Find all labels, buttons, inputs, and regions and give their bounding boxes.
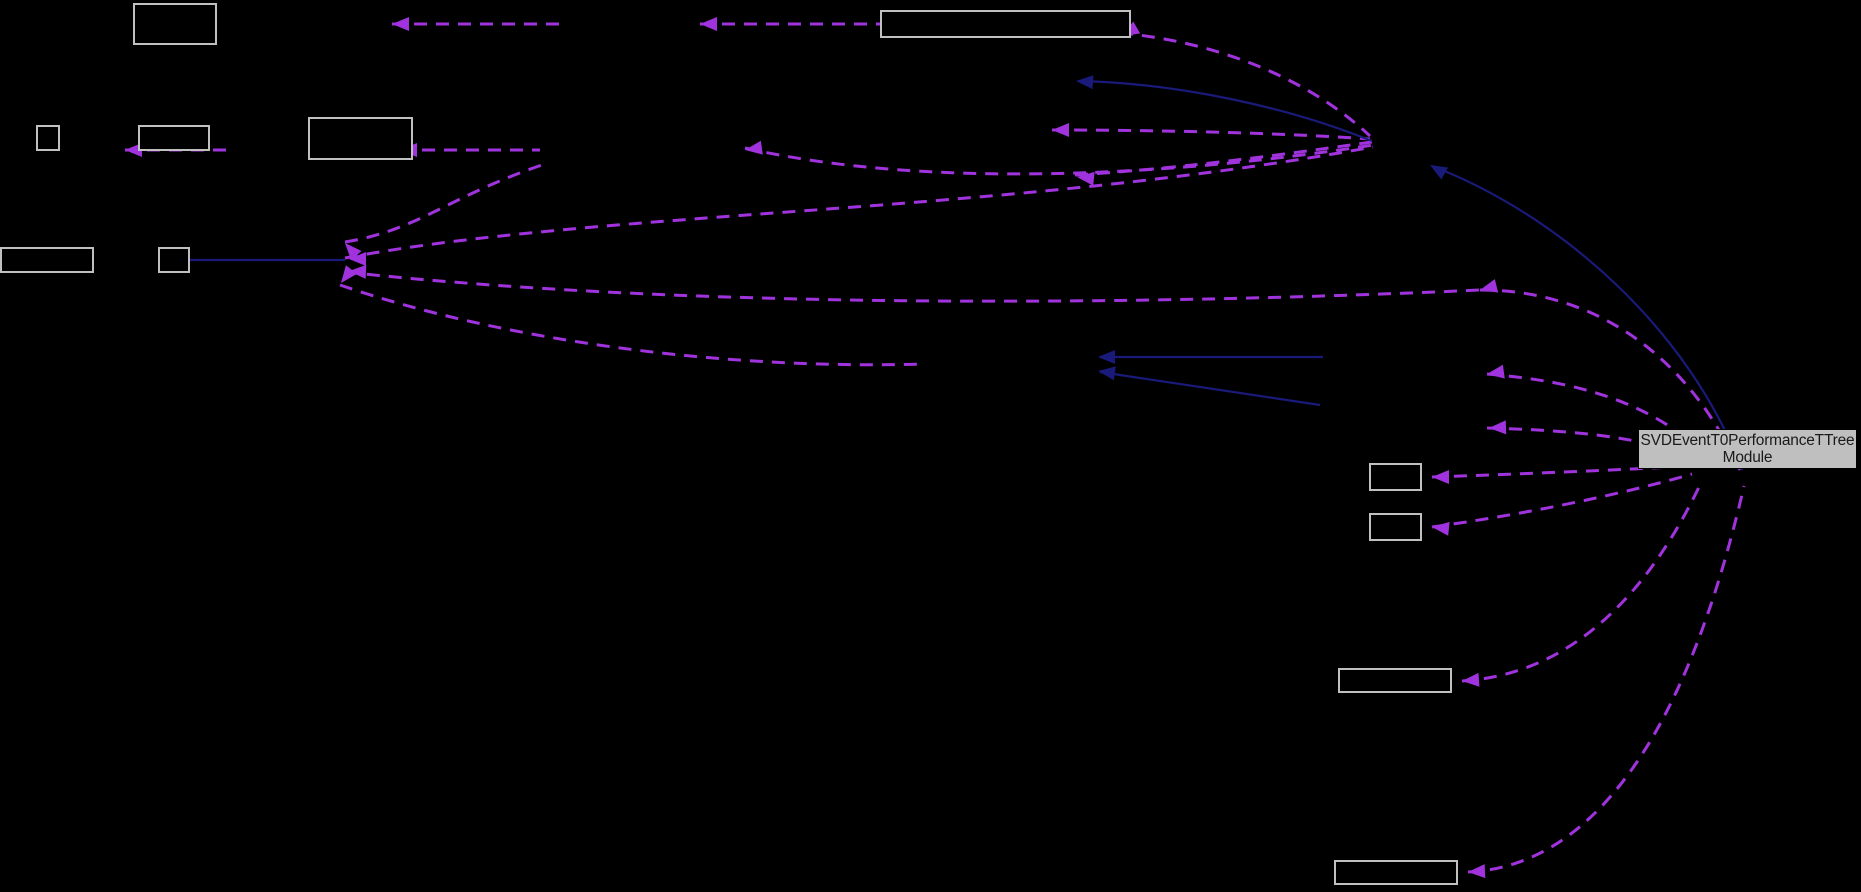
graph-arrowhead-usage xyxy=(745,140,763,155)
graph-node-node-left-tiny[interactable] xyxy=(36,125,60,151)
graph-node-node-right-bottommost[interactable] xyxy=(1334,860,1458,885)
graph-arrowhead-usage xyxy=(349,252,366,266)
graph-edge-usage xyxy=(344,161,549,244)
graph-arrowhead-usage xyxy=(392,17,409,31)
graph-arrowhead-usage xyxy=(1489,420,1507,435)
graph-edge-usage xyxy=(1431,472,1693,529)
graph-edge-inheritance xyxy=(1431,164,1744,471)
graph-arrowhead-usage xyxy=(1077,171,1095,186)
graph-arrowhead-usage xyxy=(345,243,362,261)
graph-arrowhead-inheritance xyxy=(1076,75,1094,90)
graph-node-node-right-bottom[interactable] xyxy=(1338,668,1452,693)
graph-node-node-right-lower[interactable] xyxy=(1369,513,1422,541)
graph-node-node-mid-upper[interactable] xyxy=(308,117,413,160)
graph-node-node-top-left[interactable] xyxy=(133,3,217,45)
graph-arrowhead-usage xyxy=(1052,123,1069,137)
graph-node-node-hub[interactable] xyxy=(158,247,190,273)
graph-arrowhead-usage xyxy=(341,265,357,283)
graph-arrowhead-usage xyxy=(1462,672,1480,687)
graph-arrowhead-inheritance xyxy=(1430,165,1449,180)
graph-arrowhead-usage xyxy=(1468,864,1486,879)
graph-arrowhead-usage xyxy=(1487,364,1505,379)
graph-edge-usage xyxy=(1051,128,1371,141)
graph-node-node-top-right[interactable] xyxy=(880,10,1131,38)
graph-arrowhead-usage xyxy=(349,264,367,279)
graph-arrowhead-usage xyxy=(700,17,717,31)
graph-edge-usage xyxy=(1479,288,1742,471)
graph-arrowhead-inheritance xyxy=(1098,366,1116,381)
graph-edge-inheritance xyxy=(1099,370,1321,407)
graph-arrowhead-usage xyxy=(1432,470,1449,484)
graph-arrowhead-inheritance xyxy=(1098,350,1115,364)
graph-arrowhead-usage xyxy=(1432,521,1450,536)
graph-edge-usage xyxy=(344,145,1374,260)
graph-edge-usage xyxy=(344,270,1481,303)
graph-arrowhead-usage xyxy=(1480,279,1499,293)
graph-edge-usage xyxy=(339,283,926,367)
graph-arrowhead-usage xyxy=(125,143,142,157)
graph-node-label: SVDEventT0PerformanceTTree Module xyxy=(1640,432,1855,466)
graph-edge-inheritance xyxy=(1077,79,1373,143)
graph-node-node-left-wide[interactable] xyxy=(0,247,94,273)
graph-node-node-current[interactable]: SVDEventT0PerformanceTTree Module xyxy=(1638,429,1857,469)
graph-node-node-left-small[interactable] xyxy=(138,125,210,151)
graph-edge-usage xyxy=(744,143,1374,176)
graph-edge-usage xyxy=(1461,484,1702,683)
graph-node-node-right-upper[interactable] xyxy=(1369,463,1422,491)
graph-edge-usage xyxy=(1467,485,1746,874)
graph-edge-usage xyxy=(1119,31,1372,138)
